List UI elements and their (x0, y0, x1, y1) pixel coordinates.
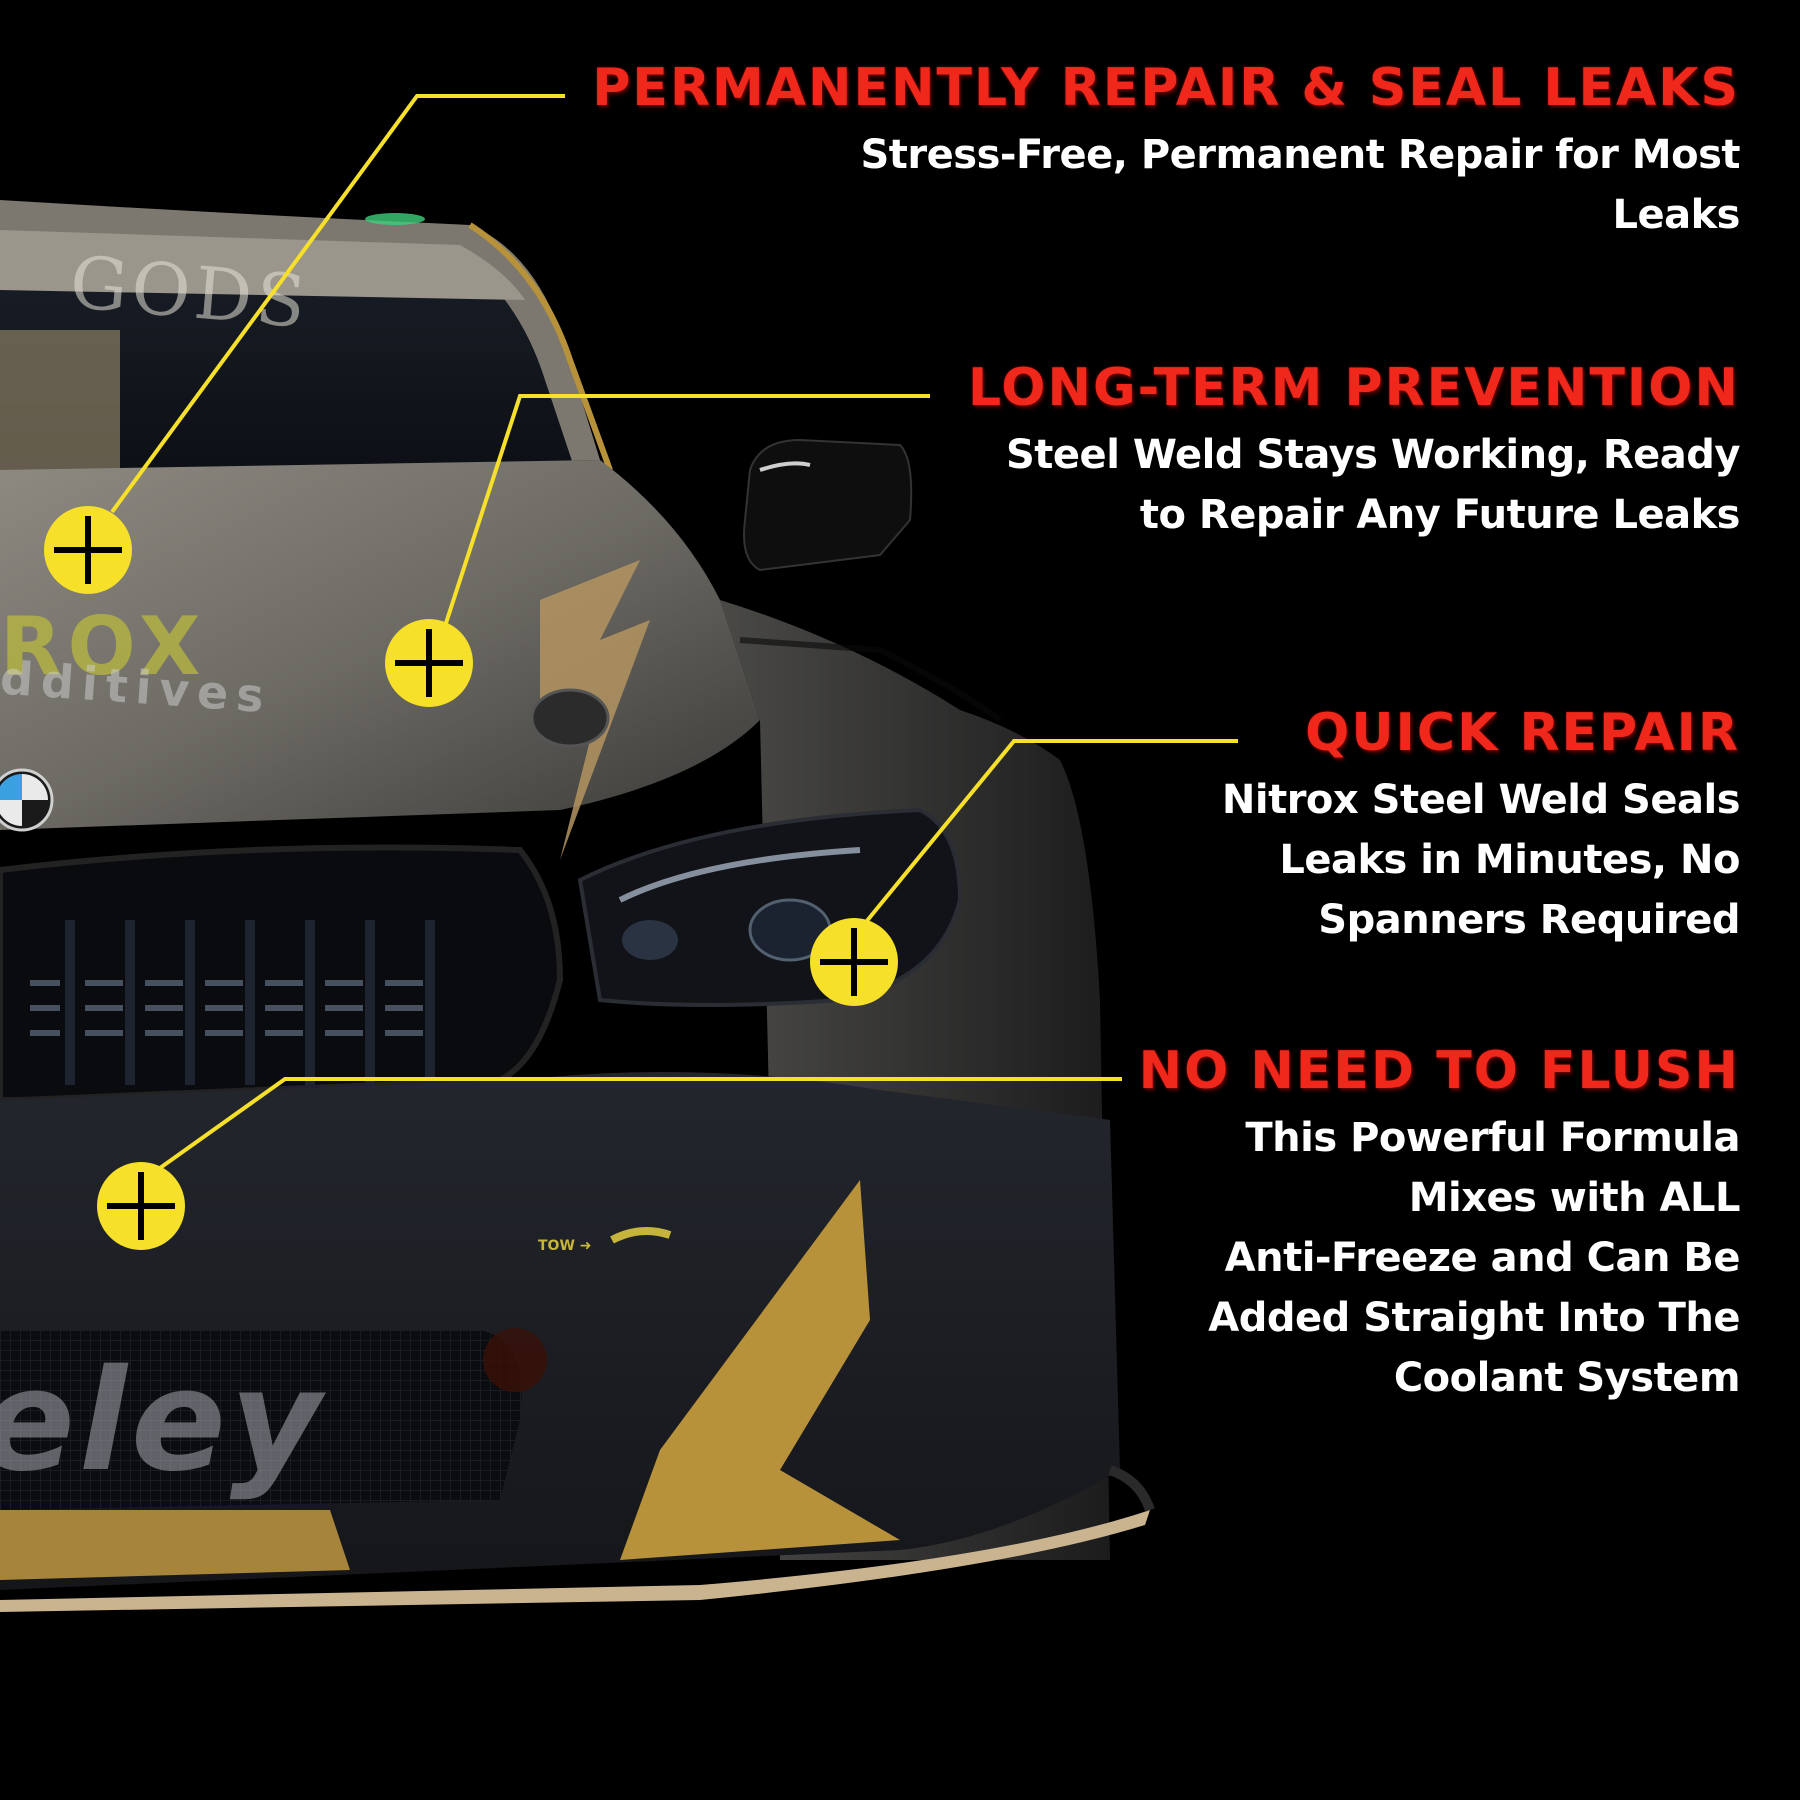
feature-line: to Repair Any Future Leaks (1139, 492, 1741, 539)
feature-description: Steel Weld Stays Working, Ready to Repai… (968, 425, 1741, 545)
feature-no-need-to-flush: NO NEED TO FLUSH This Powerful Formula M… (1138, 1041, 1741, 1408)
feature-description: This Powerful Formula Mixes with ALL Ant… (1139, 1108, 1740, 1408)
feature-heading: QUICK REPAIR (1305, 703, 1740, 763)
feature-line: Leaks in Minutes, No (1279, 837, 1740, 884)
feature-description: Nitrox Steel Weld Seals Leaks in Minutes… (1221, 770, 1741, 950)
hood-logo-text: ROX (0, 600, 207, 693)
feature-heading: PERMANENTLY REPAIR & SEAL LEAKS (592, 58, 1740, 118)
feature-line: Stress-Free, Permanent Repair for Most (860, 132, 1740, 179)
feature-line: Spanners Required (1318, 897, 1740, 944)
feature-quick-repair: QUICK REPAIR Nitrox Steel Weld Seals Lea… (1221, 703, 1741, 950)
feature-line: Mixes with ALL (1408, 1175, 1741, 1222)
feature-heading: NO NEED TO FLUSH (1138, 1041, 1740, 1101)
feature-line: Anti-Freeze and Can Be (1224, 1235, 1741, 1282)
plus-icon[interactable] (810, 918, 898, 1006)
feature-permanent-repair: PERMANENTLY REPAIR & SEAL LEAKS Stress-F… (592, 58, 1740, 245)
feature-long-term-prevention: LONG-TERM PREVENTION Steel Weld Stays Wo… (967, 358, 1741, 545)
bumper-decal-text: eley (0, 1340, 326, 1503)
plus-icon[interactable] (385, 619, 473, 707)
feature-line: Coolant System (1393, 1355, 1741, 1402)
feature-line: This Powerful Formula (1245, 1115, 1740, 1162)
lower-grille (0, 1330, 522, 1510)
feature-description: Stress-Free, Permanent Repair for Most L… (592, 125, 1740, 245)
grille (0, 844, 564, 1103)
feature-line: Added Straight Into The (1208, 1295, 1740, 1342)
feature-line: Steel Weld Stays Working, Ready (1006, 432, 1741, 479)
bmw-badge (0, 768, 54, 832)
plus-icon[interactable] (97, 1162, 185, 1250)
feature-line: Leaks (1612, 192, 1740, 239)
plus-icon[interactable] (44, 506, 132, 594)
feature-line: Nitrox Steel Weld Seals (1221, 777, 1741, 824)
side-mirror (743, 438, 913, 572)
feature-heading: LONG-TERM PREVENTION (967, 358, 1740, 418)
front-splitter (0, 1510, 1150, 1612)
tow-label: TOW ➜ (538, 1238, 592, 1254)
